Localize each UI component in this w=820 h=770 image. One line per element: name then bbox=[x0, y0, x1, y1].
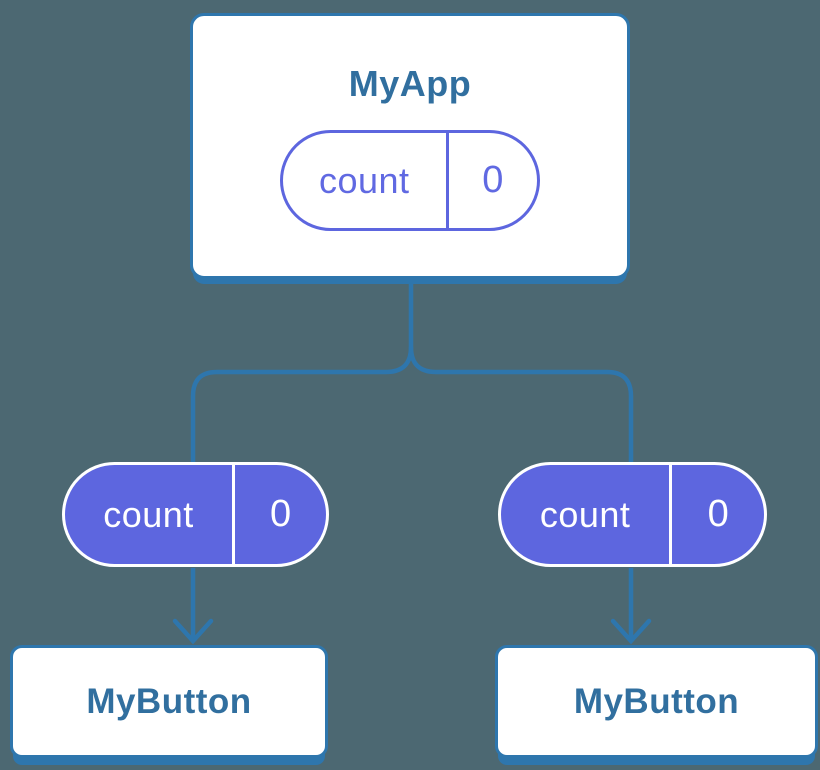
right-button-component-node: MyButton bbox=[495, 645, 818, 758]
state-pill-divider bbox=[445, 133, 449, 228]
root-component-title: MyApp bbox=[348, 63, 472, 104]
prop-pill-divider bbox=[232, 465, 236, 564]
state-pill-key: count bbox=[318, 159, 410, 201]
fork-branch-left bbox=[190, 346, 414, 462]
arrowhead-left-icon bbox=[172, 618, 214, 645]
left-prop-pill: count 0 bbox=[62, 462, 329, 567]
fork-branch-right bbox=[408, 346, 634, 462]
prop-pill-value: 0 bbox=[707, 493, 729, 535]
state-pill-value: 0 bbox=[482, 159, 504, 201]
prop-pill-key: count bbox=[103, 493, 194, 535]
arrowhead-right-icon bbox=[610, 618, 652, 645]
right-button-component-title: MyButton bbox=[573, 681, 740, 721]
prop-pill-divider bbox=[669, 465, 673, 564]
prop-pill-key: count bbox=[539, 493, 631, 535]
right-prop-pill: count 0 bbox=[498, 462, 767, 567]
root-state-pill: count 0 bbox=[280, 130, 540, 231]
left-button-component-node: MyButton bbox=[10, 645, 328, 758]
prop-pill-value: 0 bbox=[269, 493, 292, 535]
left-button-component-title: MyButton bbox=[86, 681, 252, 721]
root-component-node: MyApp count 0 bbox=[190, 13, 630, 279]
